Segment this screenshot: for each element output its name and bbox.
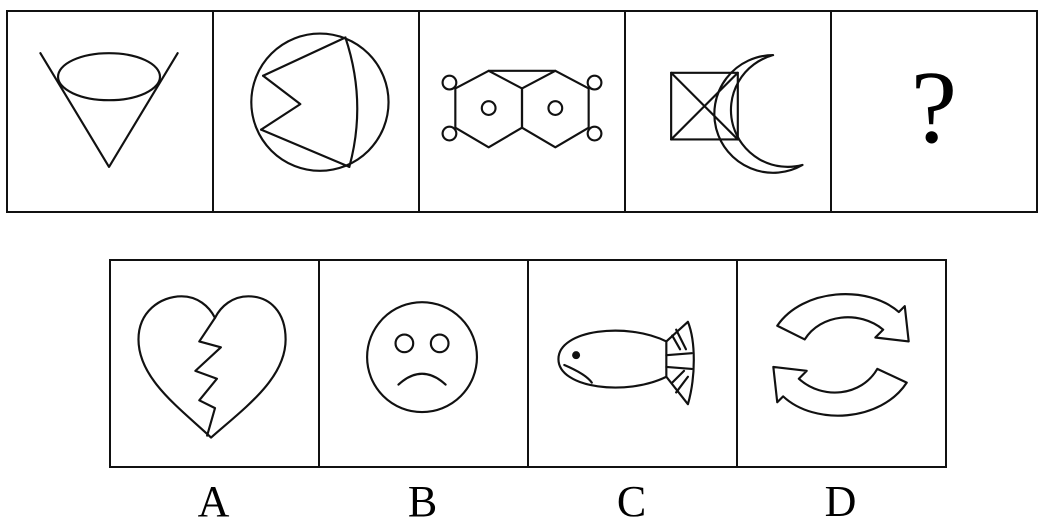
- question-cell-5: ?: [830, 10, 1038, 213]
- option-labels: A B C D: [109, 480, 945, 524]
- cone-with-ellipse-icon: [39, 52, 179, 168]
- option-c-cell[interactable]: [527, 259, 738, 468]
- question-row: ?: [6, 10, 1038, 213]
- square-x-with-crescent-icon: [670, 54, 804, 174]
- cycle-arrows-icon: [772, 293, 910, 417]
- question-mark: ?: [910, 50, 958, 165]
- option-d-cell[interactable]: [736, 259, 947, 468]
- option-b-cell[interactable]: [318, 259, 529, 468]
- question-cell-2: [212, 10, 420, 213]
- option-label-b: B: [407, 477, 438, 526]
- double-hexagon-with-circles-icon: [441, 69, 603, 149]
- option-label-a: A: [197, 477, 230, 526]
- question-cell-3: [418, 10, 626, 213]
- sad-face-icon: [366, 301, 479, 414]
- question-cell-1: [6, 10, 214, 213]
- option-label-c: C: [616, 477, 647, 526]
- option-a-cell[interactable]: [109, 259, 320, 468]
- options-row: [109, 259, 947, 468]
- question-cell-4: [624, 10, 832, 213]
- fish-icon: [557, 320, 695, 406]
- circle-with-zigzag-icon: [250, 32, 390, 172]
- broken-heart-icon: [137, 295, 287, 439]
- option-label-d: D: [824, 477, 857, 526]
